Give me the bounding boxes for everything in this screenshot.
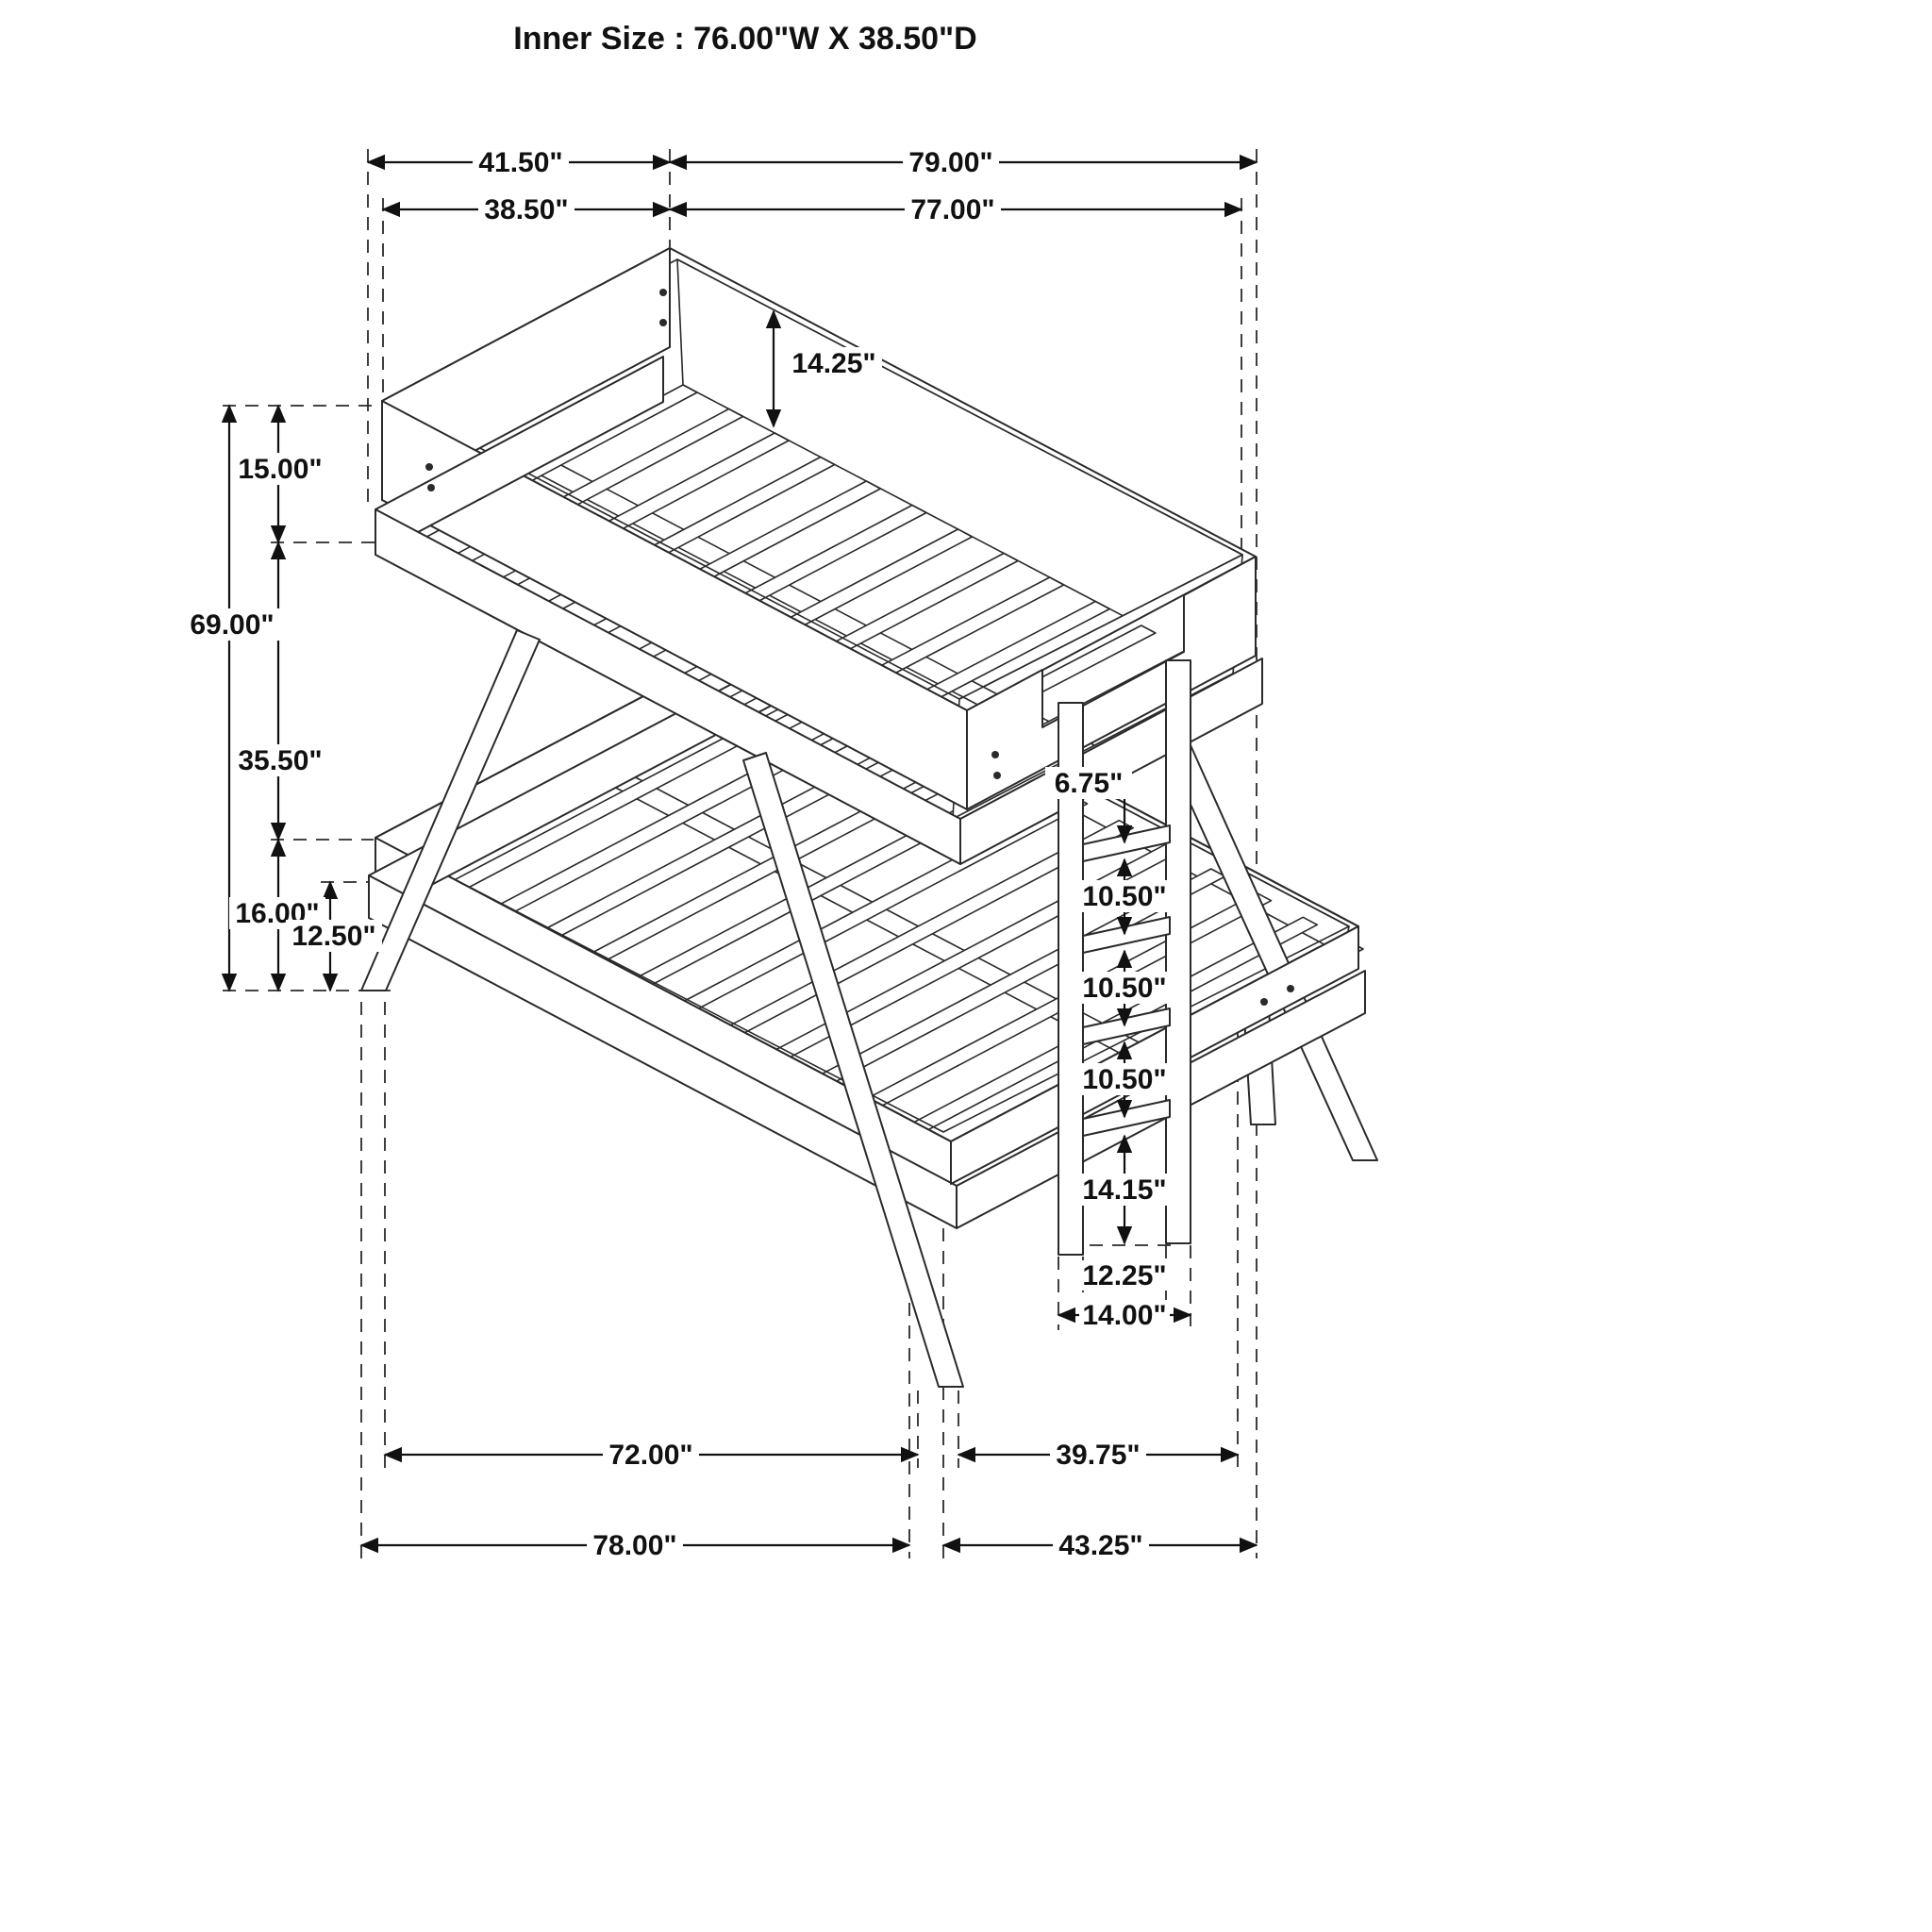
dim-label-ladder-space-1: 10.50" bbox=[1076, 880, 1173, 912]
dim-label-overall-height: 69.00" bbox=[184, 608, 280, 641]
dim-label-ladder-inner-width: 12.25" bbox=[1079, 1260, 1170, 1291]
dim-label-guard-inner-height: 14.25" bbox=[786, 347, 882, 379]
screw-dot bbox=[425, 463, 433, 471]
svg-text:10.50": 10.50" bbox=[1082, 1064, 1166, 1095]
dim-label-ladder-outer-width: 14.00" bbox=[1079, 1300, 1170, 1331]
dim-label-guard-height: 15.00" bbox=[232, 453, 328, 485]
screw-dot bbox=[659, 319, 667, 326]
dim-label-ladder-space-2: 10.50" bbox=[1076, 972, 1173, 1004]
bottom-bunk-foot-face bbox=[950, 925, 1359, 1185]
top-bunk bbox=[375, 247, 1263, 865]
dim-label-top-outer-depth: 41.50" bbox=[473, 146, 569, 178]
screw-dot bbox=[1287, 985, 1294, 992]
svg-text:69.00": 69.00" bbox=[190, 609, 274, 641]
dim-label-top-inner-depth: 38.50" bbox=[478, 193, 575, 225]
svg-text:10.50": 10.50" bbox=[1082, 973, 1166, 1004]
svg-text:78.00": 78.00" bbox=[592, 1530, 676, 1561]
svg-text:12.25": 12.25" bbox=[1082, 1260, 1166, 1291]
dim-label-ladder-floor-depth: 39.75" bbox=[1050, 1439, 1146, 1471]
svg-text:72.00": 72.00" bbox=[608, 1440, 692, 1471]
ladder-left-rail bbox=[1058, 702, 1084, 1256]
dim-label-bunk-clearance: 35.50" bbox=[232, 744, 328, 776]
dimension-labels: 41.50" 79.00" 38.50" 77.00" 14.25" 69.00… bbox=[184, 146, 1173, 1561]
screw-dot bbox=[991, 751, 999, 758]
ladder-right-rail bbox=[1165, 659, 1191, 1244]
leg-front-left bbox=[360, 629, 541, 991]
svg-text:15.00": 15.00" bbox=[238, 454, 322, 485]
dim-label-ladder-space-3: 10.50" bbox=[1076, 1063, 1173, 1095]
dim-label-ladder-bottom-space: 14.15" bbox=[1076, 1174, 1173, 1206]
page-title: Inner Size : 76.00"W X 38.50"D bbox=[513, 21, 976, 57]
svg-text:39.75": 39.75" bbox=[1056, 1440, 1140, 1471]
svg-text:77.00": 77.00" bbox=[910, 194, 994, 225]
screw-dot bbox=[1260, 998, 1268, 1006]
screw-dot bbox=[659, 289, 667, 296]
svg-text:10.50": 10.50" bbox=[1082, 881, 1166, 912]
dim-label-lower-deck-height: 12.50" bbox=[286, 920, 382, 952]
screw-dot bbox=[427, 484, 435, 491]
svg-text:12.50": 12.50" bbox=[291, 921, 375, 952]
dim-label-top-outer-length: 79.00" bbox=[903, 146, 999, 178]
svg-text:14.25": 14.25" bbox=[791, 348, 875, 379]
dim-label-right-floor-depth: 43.25" bbox=[1053, 1529, 1149, 1561]
dim-label-ladder-top-space: 6.75" bbox=[1045, 767, 1132, 799]
screw-dot bbox=[993, 772, 1001, 779]
svg-text:14.00": 14.00" bbox=[1082, 1300, 1166, 1331]
leg-front-center bbox=[742, 752, 964, 1388]
dim-label-lower-inner-length: 72.00" bbox=[603, 1439, 699, 1471]
svg-text:38.50": 38.50" bbox=[484, 194, 568, 225]
svg-text:41.50": 41.50" bbox=[478, 147, 562, 178]
svg-text:14.15": 14.15" bbox=[1082, 1174, 1166, 1206]
svg-text:43.25": 43.25" bbox=[1058, 1530, 1142, 1561]
svg-text:6.75": 6.75" bbox=[1055, 768, 1124, 799]
svg-text:79.00": 79.00" bbox=[908, 147, 992, 178]
dim-label-top-inner-length: 77.00" bbox=[905, 193, 1001, 225]
dim-label-lower-outer-length: 78.00" bbox=[587, 1529, 683, 1561]
svg-text:35.50": 35.50" bbox=[238, 745, 322, 776]
